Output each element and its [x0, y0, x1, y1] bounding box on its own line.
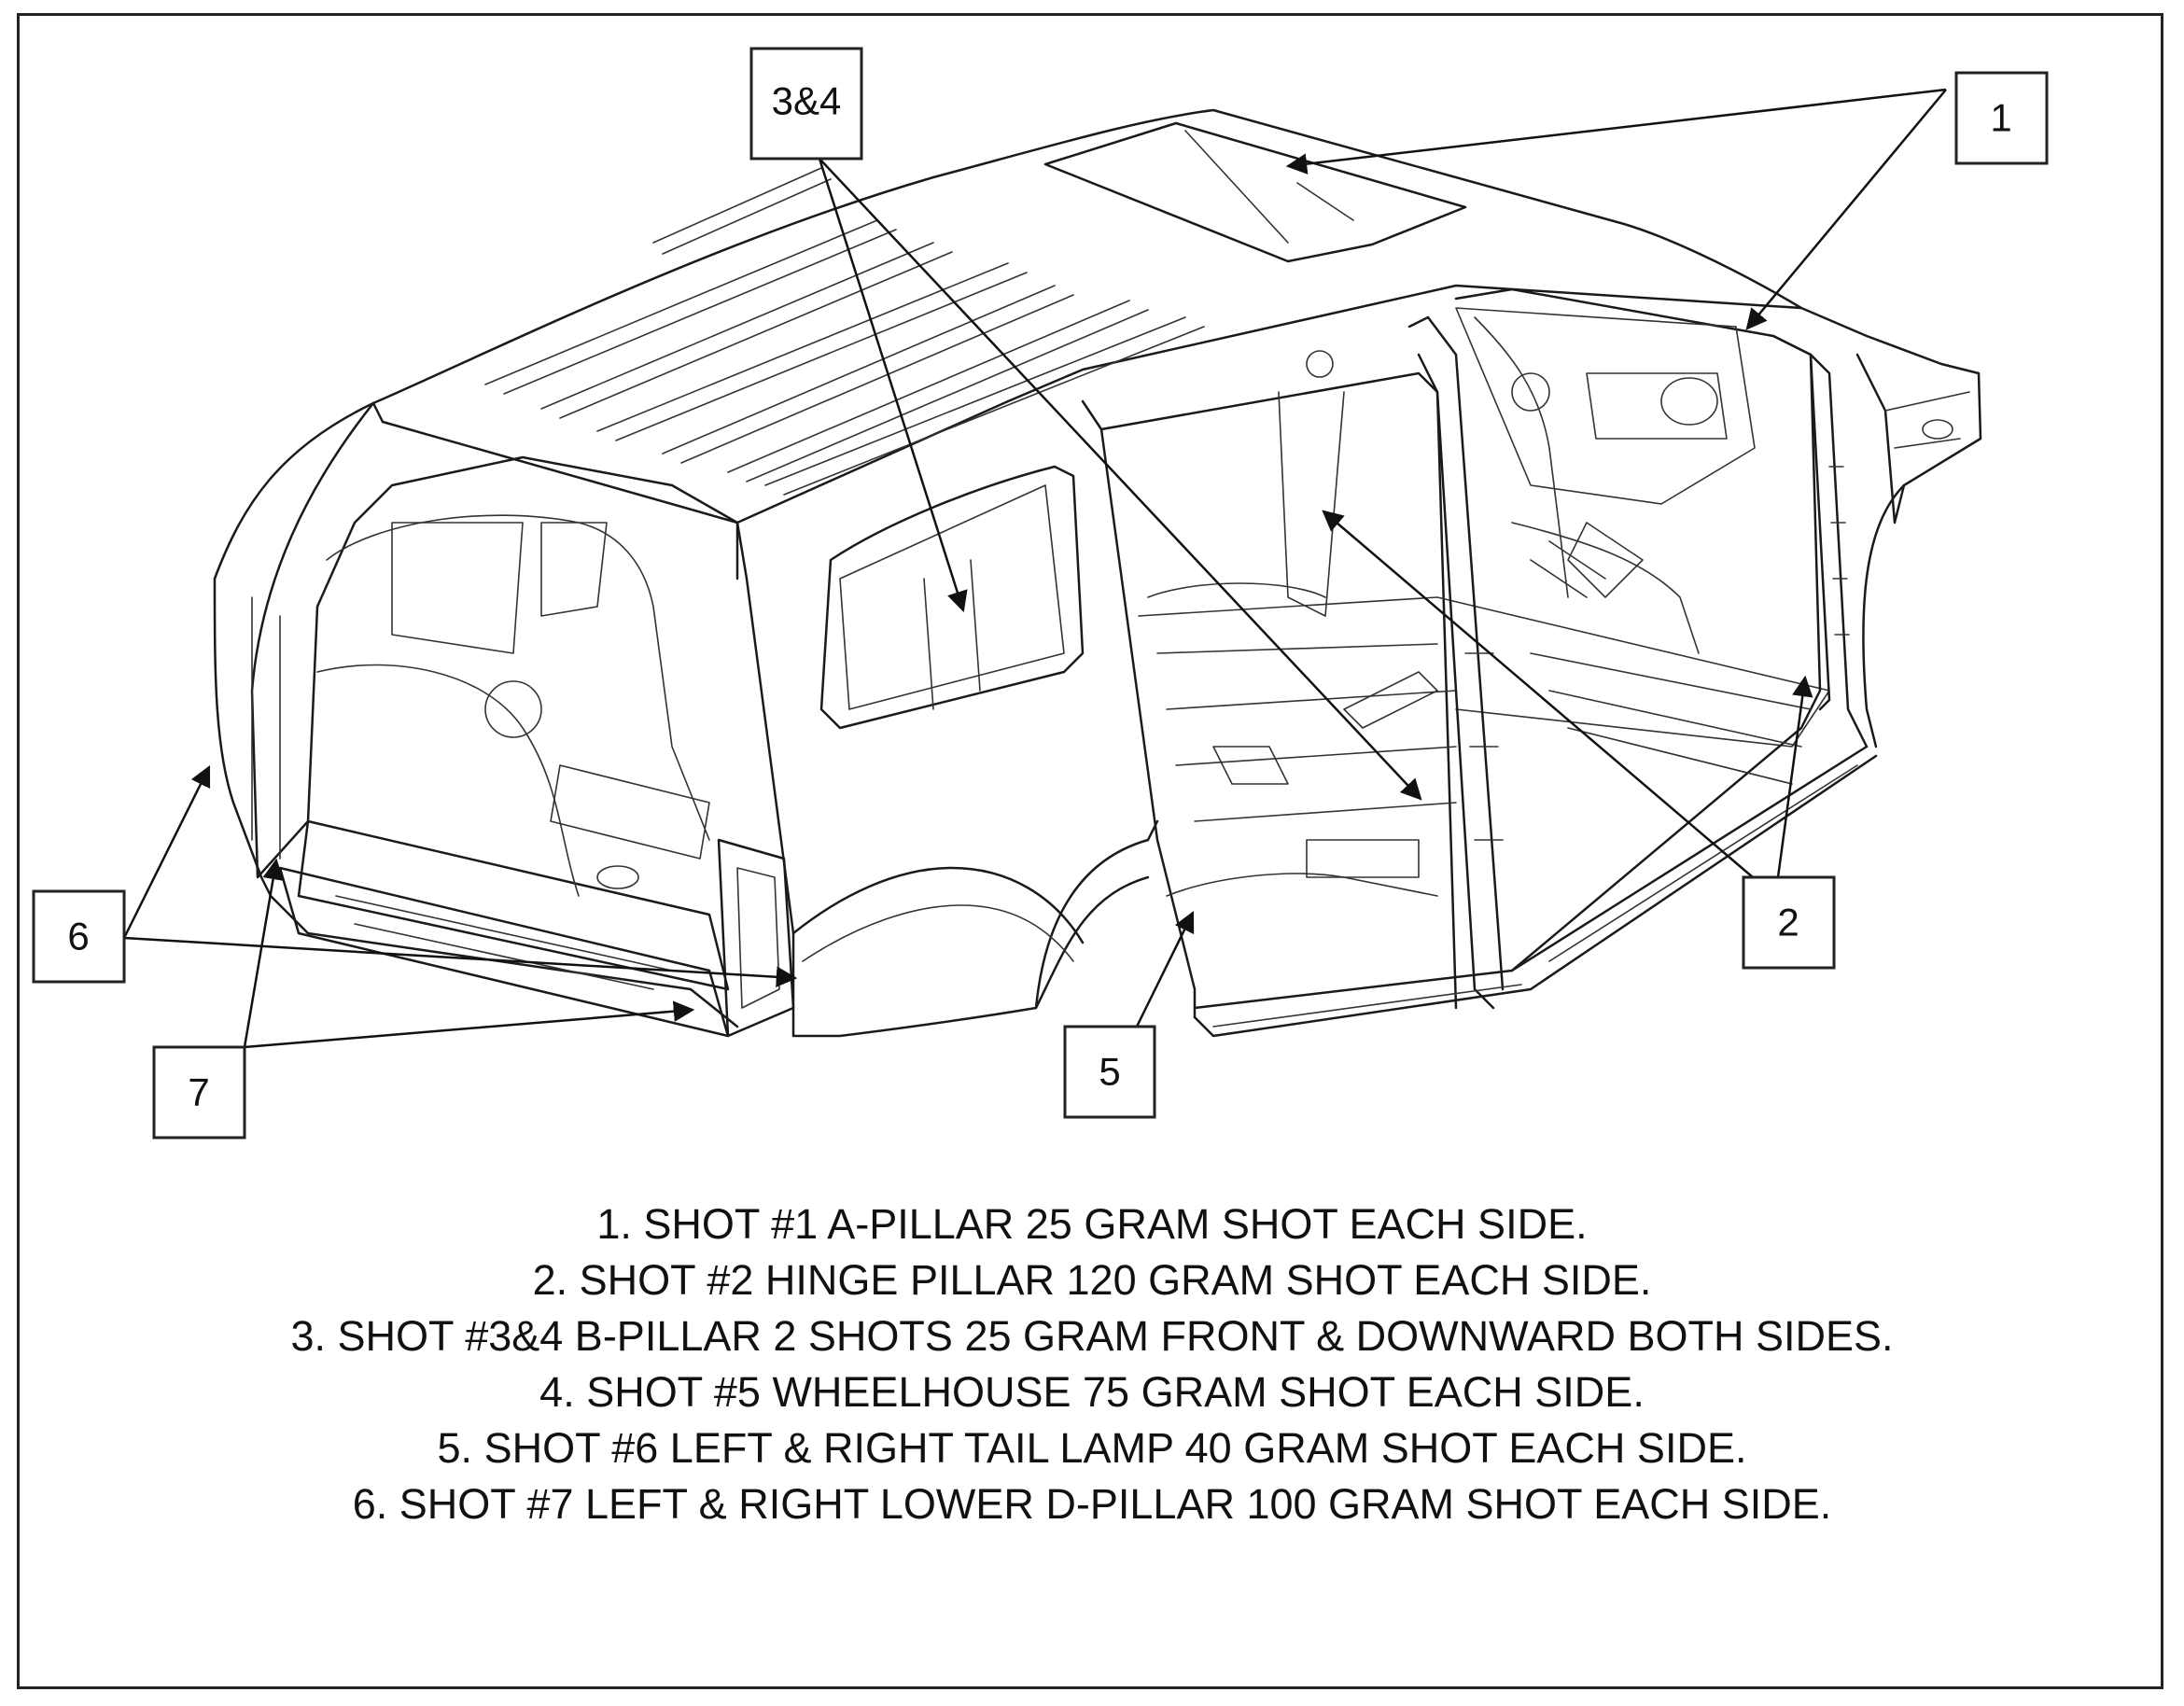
note-line-4: 4. SHOT #5 WHEELHOUSE 75 GRAM SHOT EACH …: [539, 1368, 1645, 1416]
note-line-1: 1. SHOT #1 A-PILLAR 25 GRAM SHOT EACH SI…: [596, 1200, 1588, 1248]
diagram-frame: [17, 13, 2163, 1689]
callout-5-label: 5: [1099, 1050, 1120, 1094]
leader-lines: [122, 88, 1947, 1049]
note-line-6: 6. SHOT #7 LEFT & RIGHT LOWER D-PILLAR 1…: [352, 1480, 1832, 1528]
callout-2: 2: [1742, 875, 1836, 970]
callout-1: 1: [1954, 71, 2049, 165]
callout-6: 6: [32, 889, 126, 984]
note-line-5: 5. SHOT #6 LEFT & RIGHT TAIL LAMP 40 GRA…: [437, 1424, 1747, 1472]
note-line-2: 2. SHOT #2 HINGE PILLAR 120 GRAM SHOT EA…: [532, 1256, 1652, 1304]
note-line-3: 3. SHOT #3&4 B-PILLAR 2 SHOTS 25 GRAM FR…: [290, 1312, 1894, 1360]
callout-2-label: 2: [1777, 901, 1799, 944]
callout-3-4-label: 3&4: [772, 79, 842, 123]
callout-5: 5: [1063, 1025, 1156, 1119]
callout-3-4: 3&4: [749, 47, 863, 161]
callout-7-label: 7: [188, 1070, 209, 1114]
vehicle-body-drawing: [213, 108, 1982, 1038]
shot-notes: 1. SHOT #1 A-PILLAR 25 GRAM SHOT EACH SI…: [0, 1196, 2184, 1532]
callout-1-label: 1: [1990, 96, 2011, 140]
callout-7: 7: [152, 1045, 246, 1140]
callout-6-label: 6: [67, 915, 89, 958]
